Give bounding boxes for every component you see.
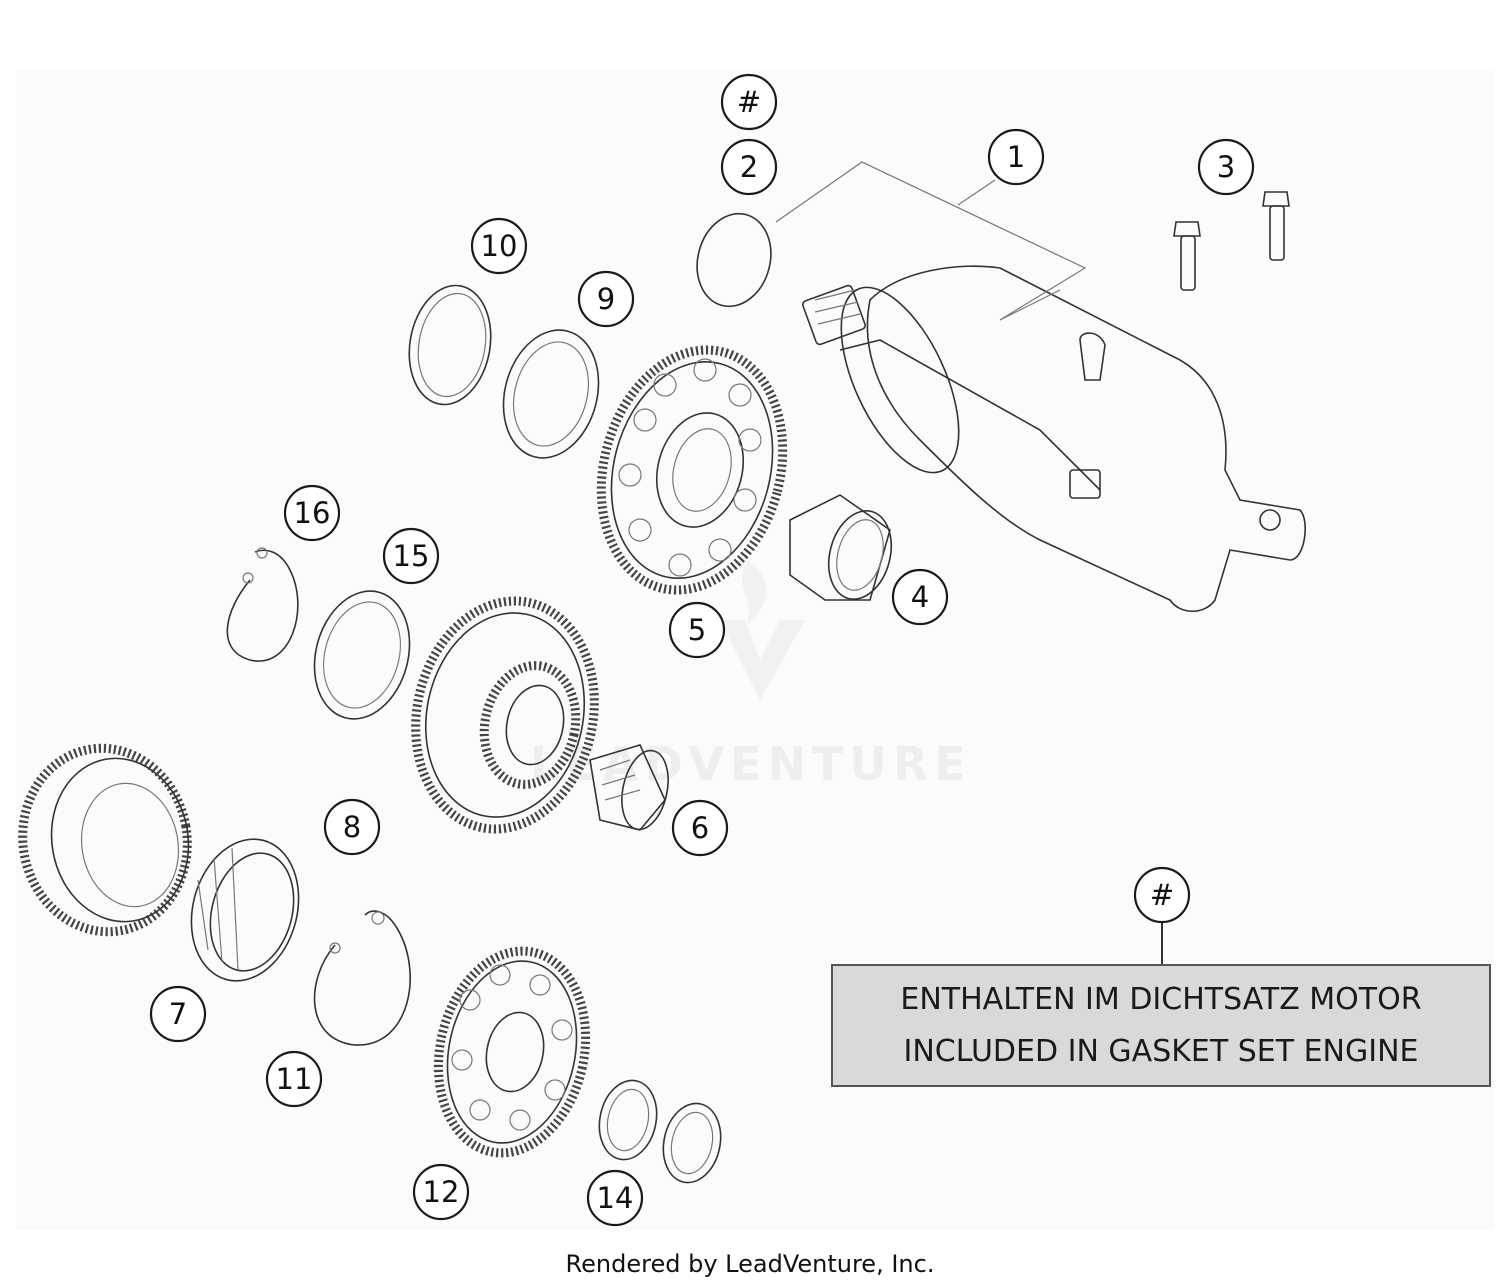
leader-bracket [775, 161, 1087, 321]
callout-hash-note: # [1133, 866, 1191, 924]
svg-text:#: # [737, 85, 761, 119]
callout-16: 16 [283, 484, 341, 542]
bearing-7 [190, 838, 300, 982]
gear-12 [433, 946, 591, 1158]
circlip-10 [408, 284, 492, 406]
callout-9: 9 [577, 270, 635, 328]
callout-11: 11 [265, 1050, 323, 1108]
svg-text:2: 2 [740, 150, 758, 184]
svg-text:12: 12 [423, 1175, 460, 1209]
svg-text:9: 9 [597, 282, 615, 316]
svg-text:4: 4 [911, 580, 929, 614]
callout-hash-top: # [720, 73, 778, 131]
bearings-14 [598, 1079, 722, 1184]
bolts [1173, 191, 1290, 291]
svg-text:5: 5 [688, 613, 706, 647]
svg-text:8: 8 [343, 810, 361, 844]
circlip-16 [226, 547, 299, 662]
callout-7: 7 [149, 985, 207, 1043]
svg-text:#: # [1150, 878, 1174, 912]
callout-10: 10 [470, 217, 528, 275]
gear-8 [411, 596, 599, 834]
callout-1: 1 [987, 128, 1045, 186]
o-ring [696, 212, 772, 308]
render-credit: Rendered by LeadVenture, Inc. [565, 1250, 935, 1278]
callout-2: 2 [720, 138, 778, 196]
svg-text:1: 1 [1007, 140, 1025, 174]
svg-text:16: 16 [294, 496, 331, 530]
gasket-set-note: ENTHALTEN IM DICHTSATZ MOTOR INCLUDED IN… [831, 964, 1491, 1087]
gear-5 [596, 345, 788, 595]
svg-text:10: 10 [481, 229, 518, 263]
svg-text:7: 7 [169, 997, 187, 1031]
leader-line-1 [957, 179, 996, 206]
svg-text:11: 11 [276, 1062, 313, 1096]
svg-text:3: 3 [1217, 150, 1235, 184]
bearing-4 [789, 494, 893, 601]
callout-14: 14 [586, 1169, 644, 1227]
note-line-english: INCLUDED IN GASKET SET ENGINE [903, 1033, 1419, 1069]
washer-15 [313, 590, 411, 720]
watermark-logo [720, 560, 805, 700]
circlip-11 [313, 910, 411, 1046]
callout-12: 12 [412, 1163, 470, 1221]
callout-3: 3 [1197, 138, 1255, 196]
note-line-german: ENTHALTEN IM DICHTSATZ MOTOR [900, 981, 1422, 1017]
callout-8: 8 [323, 798, 381, 856]
helical-gear [18, 743, 192, 937]
watermark-text: LEADVENTURE [530, 737, 972, 791]
callout-15: 15 [382, 527, 440, 585]
svg-text:15: 15 [393, 539, 430, 573]
bearing-6 [589, 744, 669, 831]
callout-4: 4 [891, 568, 949, 626]
callout-6: 6 [671, 799, 729, 857]
svg-text:14: 14 [597, 1181, 634, 1215]
starter-motor [802, 265, 1306, 613]
washer-9 [502, 329, 600, 459]
svg-text:6: 6 [691, 811, 709, 845]
callout-5: 5 [668, 601, 726, 659]
